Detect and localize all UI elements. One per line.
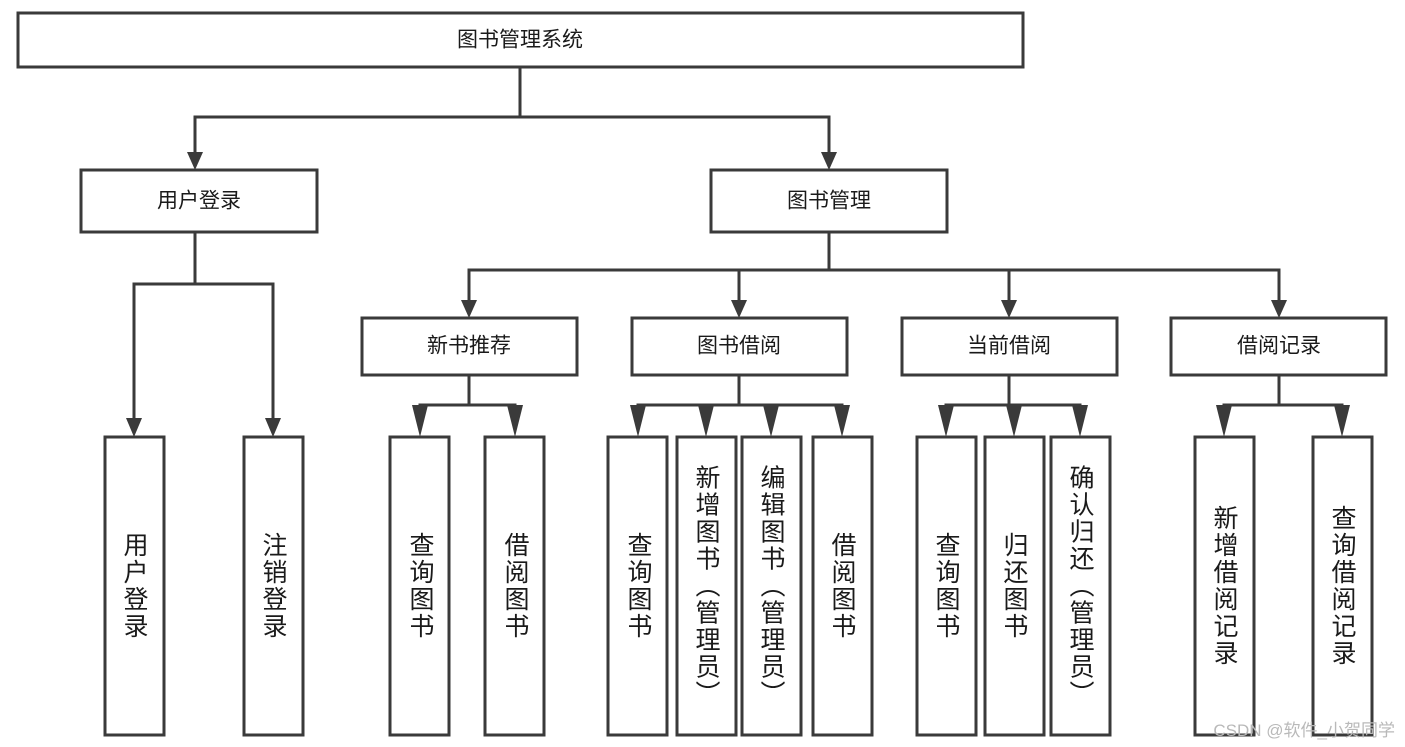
arrow-head-icon: [1001, 300, 1017, 318]
connector-record-to-leaves: [1216, 375, 1350, 437]
node-book-borrow[interactable]: 图书借阅: [630, 316, 849, 377]
leaf-node-return-book-label: 归还图书: [1000, 532, 1029, 640]
arrow-head-icon: [1216, 405, 1232, 437]
node-user-login-label: 用户登录: [157, 190, 241, 213]
connector-current-to-leaves: [938, 375, 1088, 437]
leaf-node-logout[interactable]: 注销登录: [242, 435, 305, 737]
arrow-head-icon: [630, 405, 646, 437]
arrow-head-icon: [461, 300, 477, 318]
arrow-head-icon: [507, 405, 523, 437]
node-current-borrow[interactable]: 当前借阅: [900, 316, 1119, 377]
node-root-system[interactable]: 图书管理系统: [16, 11, 1025, 69]
leaf-node-query-borrow-record[interactable]: 查询借阅记录: [1311, 435, 1374, 737]
node-borrow-record-label: 借阅记录: [1237, 335, 1321, 358]
arrow-head-icon: [126, 418, 142, 437]
leaf-node-user-login[interactable]: 用户登录: [103, 435, 166, 737]
leaf-node-confirm-return-admin-label: 确认归还（管理员）: [1066, 465, 1095, 708]
leaf-node-query-borrow-record-label: 查询借阅记录: [1328, 505, 1357, 667]
leaf-node-current-query-book-label: 查询图书: [932, 532, 961, 640]
arrow-head-icon: [1072, 405, 1088, 437]
arrow-head-icon: [265, 418, 281, 437]
leaf-node-recommend-borrow-book[interactable]: 借阅图书: [483, 435, 546, 737]
leaf-node-add-borrow-record[interactable]: 新增借阅记录: [1193, 435, 1256, 737]
leaf-node-add-book-admin-label: 新增图书（管理员）: [692, 465, 721, 708]
leaf-node-logout-label: 注销登录: [259, 532, 288, 640]
arrow-head-icon: [1006, 405, 1022, 437]
leaf-node-edit-book-admin-label: 编辑图书（管理员）: [757, 465, 786, 708]
leaf-node-recommend-query-book[interactable]: 查询图书: [388, 435, 451, 737]
node-borrow-record[interactable]: 借阅记录: [1169, 316, 1388, 377]
arrow-head-icon: [412, 405, 428, 437]
leaf-node-recommend-query-book-label: 查询图书: [406, 532, 435, 640]
leaf-node-confirm-return-admin[interactable]: 确认归还（管理员）: [1049, 435, 1112, 737]
leaf-node-borrow-book-label: 借阅图书: [828, 532, 857, 640]
leaf-node-edit-book-admin[interactable]: 编辑图书（管理员）: [740, 435, 803, 737]
node-new-book-recommend-label: 新书推荐: [427, 335, 511, 358]
leaf-node-borrow-book[interactable]: 借阅图书: [811, 435, 874, 737]
node-book-management-label: 图书管理: [787, 190, 871, 213]
arrow-head-icon: [731, 300, 747, 318]
leaf-node-add-book-admin[interactable]: 新增图书（管理员）: [675, 435, 738, 737]
connector-recommend-to-leaves: [412, 375, 523, 437]
leaf-node-return-book[interactable]: 归还图书: [983, 435, 1046, 737]
arrow-head-icon: [1334, 405, 1350, 437]
arrow-head-icon: [821, 152, 837, 170]
node-new-book-recommend[interactable]: 新书推荐: [360, 316, 579, 377]
arrow-head-icon: [763, 405, 779, 437]
leaf-node-borrow-query-book[interactable]: 查询图书: [606, 435, 669, 737]
arrow-head-icon: [187, 152, 203, 170]
connector-userlogin-to-leaves: [126, 232, 281, 437]
leaf-node-add-borrow-record-label: 新增借阅记录: [1210, 505, 1239, 667]
node-book-borrow-label: 图书借阅: [697, 335, 781, 358]
node-book-management[interactable]: 图书管理: [709, 168, 949, 234]
arrow-head-icon: [938, 405, 954, 437]
arrow-head-icon: [698, 405, 714, 437]
leaf-node-borrow-query-book-label: 查询图书: [624, 532, 653, 640]
node-user-login[interactable]: 用户登录: [79, 168, 319, 234]
connector-borrow-to-leaves: [630, 375, 850, 437]
leaf-node-current-query-book[interactable]: 查询图书: [915, 435, 978, 737]
leaf-node-recommend-borrow-book-label: 借阅图书: [501, 532, 530, 640]
node-current-borrow-label: 当前借阅: [967, 335, 1051, 358]
arrow-head-icon: [834, 405, 850, 437]
arrow-head-icon: [1271, 300, 1287, 318]
node-root-label: 图书管理系统: [457, 29, 583, 52]
leaf-node-user-login-label: 用户登录: [120, 532, 149, 640]
connector-root-to-level2: [187, 67, 837, 170]
connector-bookmgmt-to-level3: [461, 232, 1287, 318]
